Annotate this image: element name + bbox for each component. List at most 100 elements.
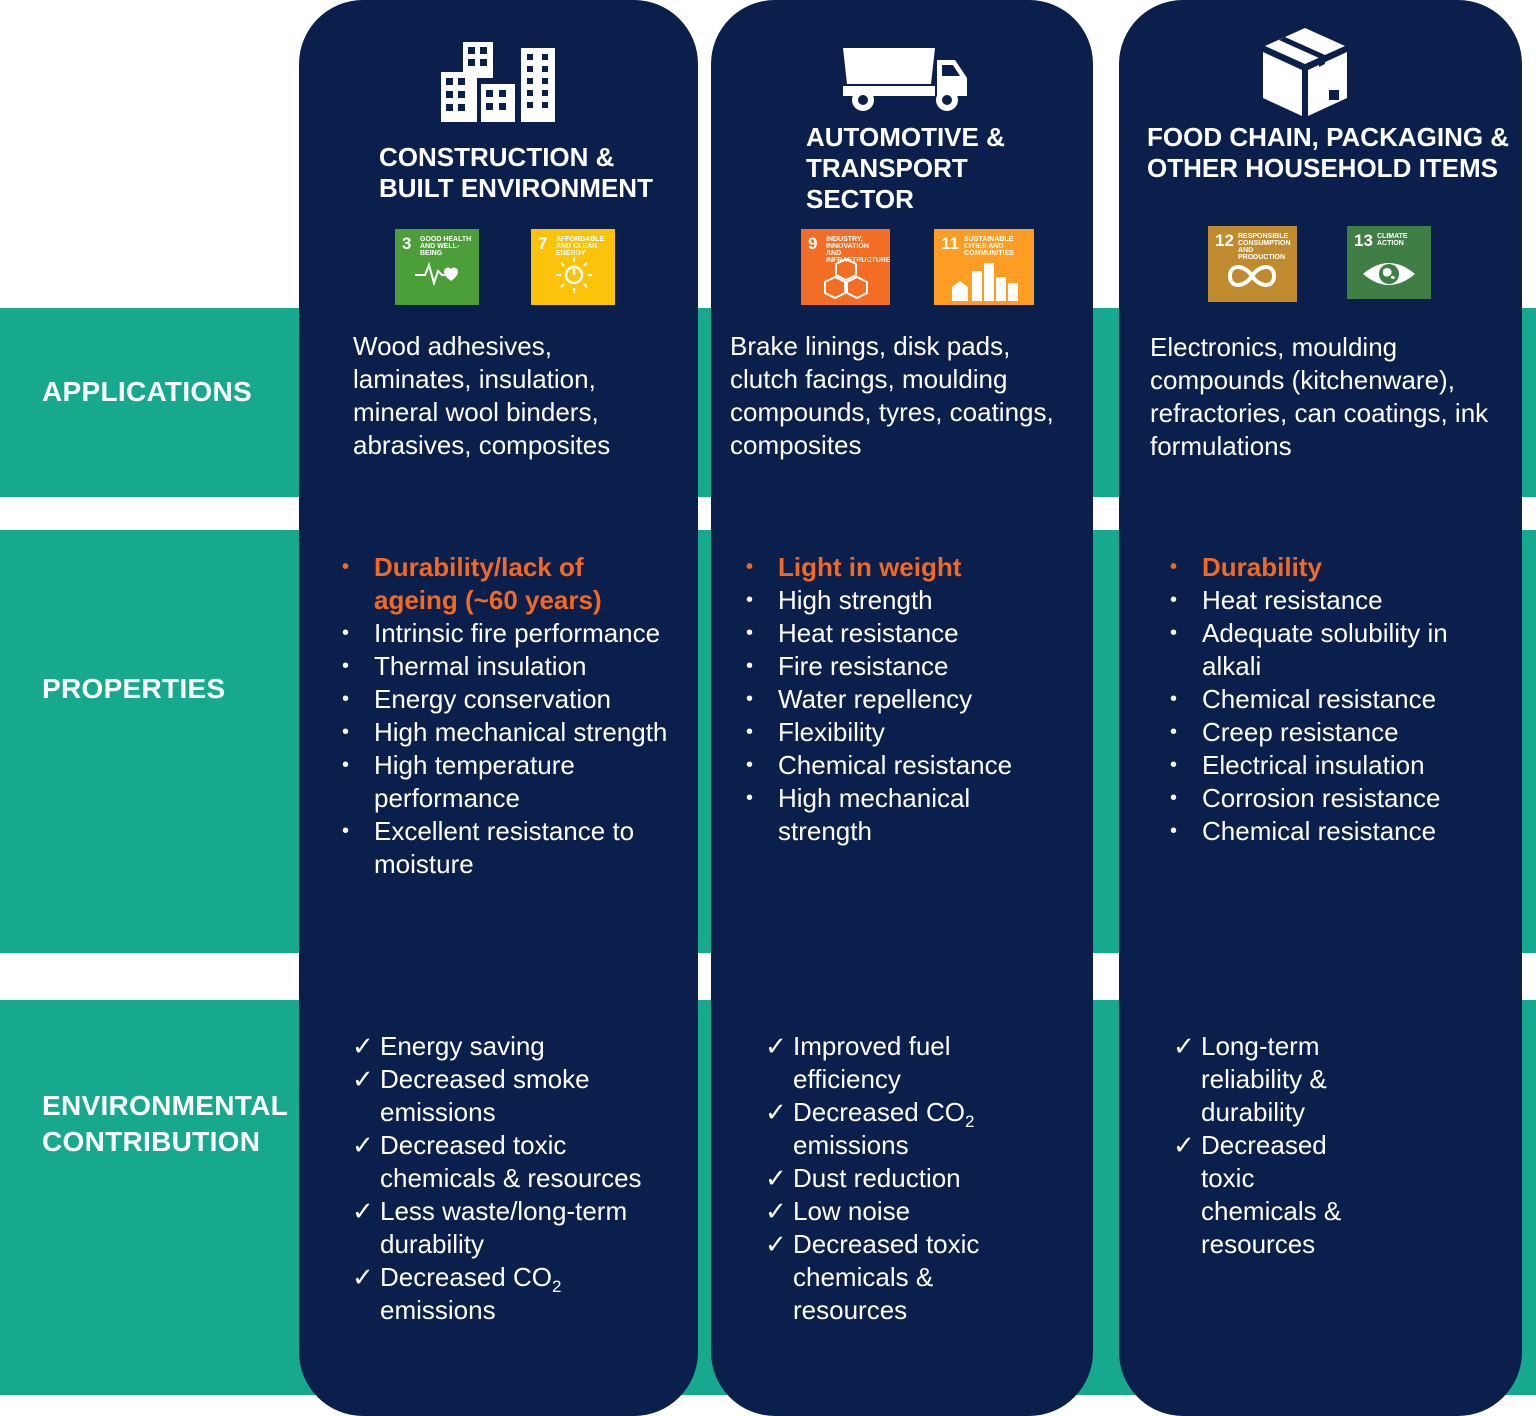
checkmark-icon: ✓ — [352, 1064, 374, 1094]
list-item: ✓Decreased toxic chemicals & resources — [1173, 1129, 1371, 1261]
co2-prefix: Decreased CO — [380, 1262, 552, 1292]
checkmark-icon: ✓ — [765, 1229, 787, 1259]
column-title-line2: TRANSPORT — [806, 153, 968, 183]
sdg-12-badge: 12 RESPONSIBLE CONSUMPTION AND PRODUCTIO… — [1208, 226, 1297, 302]
list-item: ✓Energy saving — [352, 1030, 652, 1063]
checkmark-icon: ✓ — [765, 1196, 787, 1226]
co2-suffix: emissions — [380, 1295, 496, 1325]
row-label-environmental-line1: ENVIRONMENTAL — [42, 1090, 289, 1121]
properties-highlight: Light in weight — [746, 551, 1066, 584]
list-item: Thermal insulation — [342, 650, 672, 683]
list-item: Chemical resistance — [1170, 815, 1490, 848]
list-item: ✓Improved fuel efficiency — [765, 1030, 983, 1096]
co2-subscript: 2 — [964, 1112, 975, 1132]
list-item-text: Less waste/long-term durability — [380, 1196, 628, 1259]
list-item: ✓Decreased smoke emissions — [352, 1063, 652, 1129]
sdg-number: 11 — [941, 234, 959, 253]
applications-text: Electronics, moulding compounds (kitchen… — [1150, 332, 1489, 461]
checkmark-icon: ✓ — [352, 1196, 374, 1226]
list-item-text: Dust reduction — [793, 1163, 961, 1193]
checkmark-icon: ✓ — [1173, 1130, 1195, 1160]
city-icon — [952, 263, 1018, 301]
checkmark-icon: ✓ — [765, 1097, 787, 1127]
properties-highlight: Durability/lack of ageing (~60 years) — [342, 551, 672, 617]
sdg-label: RESPONSIBLE CONSUMPTION AND PRODUCTION — [1238, 233, 1291, 261]
checkmark-icon: ✓ — [765, 1163, 787, 1193]
column-automotive: AUTOMOTIVE & TRANSPORT SECTOR 9 INDUSTRY… — [711, 0, 1093, 1416]
list-item-text: Decreased toxic chemicals & resources — [793, 1229, 980, 1325]
list-item-text: Long-term reliability & durability — [1201, 1031, 1327, 1127]
sdg-3-badge: 3 GOOD HEALTH AND WELL-BEING — [395, 229, 479, 305]
list-item: ✓Less waste/long-term durability — [352, 1195, 652, 1261]
applications-text: Brake linings, disk pads, clutch facings… — [730, 331, 1054, 460]
sdg-label: INDUSTRY, INNOVATION AND INFRASTRUCTURE — [826, 236, 890, 264]
sdg-number: 3 — [402, 234, 412, 253]
row-label-properties: PROPERTIES — [42, 673, 226, 704]
list-item: Water repellency — [746, 683, 1066, 716]
sdg-label: GOOD HEALTH AND WELL-BEING — [420, 236, 472, 257]
truck-icon — [843, 44, 969, 117]
buildings-icon — [441, 42, 555, 127]
box-icon — [1263, 28, 1347, 121]
properties-list: Durability/lack of ageing (~60 years) In… — [342, 551, 672, 881]
column-title: AUTOMOTIVE & TRANSPORT SECTOR — [806, 122, 1005, 215]
column-title-line3: SECTOR — [806, 184, 914, 214]
list-item: Electrical insulation — [1170, 749, 1490, 782]
checkmark-icon: ✓ — [352, 1130, 374, 1160]
list-item: ✓Decreased toxic chemicals & resources — [765, 1228, 1023, 1327]
sdg-11-badge: 11 SUSTAINABLE CITIES AND COMMUNITIES — [934, 229, 1034, 305]
heartbeat-icon — [415, 261, 459, 287]
list-item: ✓Long-term reliability & durability — [1173, 1030, 1371, 1129]
applications-text: Wood adhesives, laminates, insulation, m… — [353, 331, 611, 460]
list-item: High strength — [746, 584, 1066, 617]
sdg-number: 12 — [1215, 231, 1234, 250]
column-title-line1: CONSTRUCTION & — [379, 142, 615, 172]
column-construction: CONSTRUCTION & BUILT ENVIRONMENT 3 GOOD … — [299, 0, 698, 1416]
list-item-text: Low noise — [793, 1196, 911, 1226]
properties-list: Durability Heat resistance Adequate solu… — [1170, 551, 1490, 848]
list-item: Intrinsic fire performance — [342, 617, 672, 650]
list-item: Corrosion resistance — [1170, 782, 1490, 815]
co2-subscript: 2 — [551, 1277, 562, 1297]
list-item: Adequate solubility in alkali — [1170, 617, 1490, 683]
column-title-line1: FOOD CHAIN, PACKAGING & — [1147, 122, 1510, 152]
sun-power-icon — [556, 257, 592, 293]
row-label-environmental-line2: CONTRIBUTION — [42, 1126, 261, 1157]
list-item: High mechanical strength — [746, 782, 988, 848]
row-label-applications: APPLICATIONS — [42, 376, 252, 407]
column-title-line2: BUILT ENVIRONMENT — [379, 173, 653, 203]
sdg-number: 9 — [808, 234, 818, 253]
list-item-text: Improved fuel efficiency — [793, 1031, 951, 1094]
list-item: Heat resistance — [746, 617, 1066, 650]
list-item: Chemical resistance — [1170, 683, 1490, 716]
list-item: High mechanical strength — [342, 716, 672, 749]
list-item: Energy conservation — [342, 683, 672, 716]
co2-suffix: emissions — [793, 1130, 909, 1160]
sdg-label: CLIMATE ACTION — [1377, 233, 1408, 247]
column-title: FOOD CHAIN, PACKAGING & OTHER HOUSEHOLD … — [1147, 122, 1509, 184]
checkmark-icon: ✓ — [352, 1031, 374, 1061]
infinity-icon — [1227, 265, 1277, 287]
list-item: ✓Dust reduction — [765, 1162, 1035, 1195]
list-item: ✓Decreased CO2 emissions — [352, 1261, 652, 1327]
list-item-text: Decreased toxic chemicals & resources — [380, 1130, 642, 1193]
list-item: ✓Decreased toxic chemicals & resources — [352, 1129, 652, 1195]
column-title-line1: AUTOMOTIVE & — [806, 122, 1005, 152]
co2-prefix: Decreased CO — [793, 1097, 965, 1127]
checkmark-icon: ✓ — [352, 1262, 374, 1292]
column-title: CONSTRUCTION & BUILT ENVIRONMENT — [379, 142, 653, 204]
sdg-number: 7 — [538, 234, 548, 253]
list-item: Heat resistance — [1170, 584, 1490, 617]
list-item: Fire resistance — [746, 650, 1066, 683]
environmental-list: ✓Energy saving ✓Decreased smoke emission… — [352, 1030, 652, 1327]
list-item: Chemical resistance — [746, 749, 1066, 782]
environmental-list: ✓Long-term reliability & durability ✓Dec… — [1173, 1030, 1363, 1261]
sdg-13-badge: 13 CLIMATE ACTION — [1347, 226, 1431, 299]
sdg-number: 13 — [1354, 231, 1373, 250]
list-item: High temperature performance — [342, 749, 672, 815]
checkmark-icon: ✓ — [765, 1031, 787, 1061]
sdg-label: AFFORDABLE AND CLEAN ENERGY — [556, 236, 605, 257]
list-item: Creep resistance — [1170, 716, 1490, 749]
sdg-9-badge: 9 INDUSTRY, INNOVATION AND INFRASTRUCTUR… — [801, 229, 890, 305]
properties-list: Light in weight High strength Heat resis… — [746, 551, 1066, 848]
